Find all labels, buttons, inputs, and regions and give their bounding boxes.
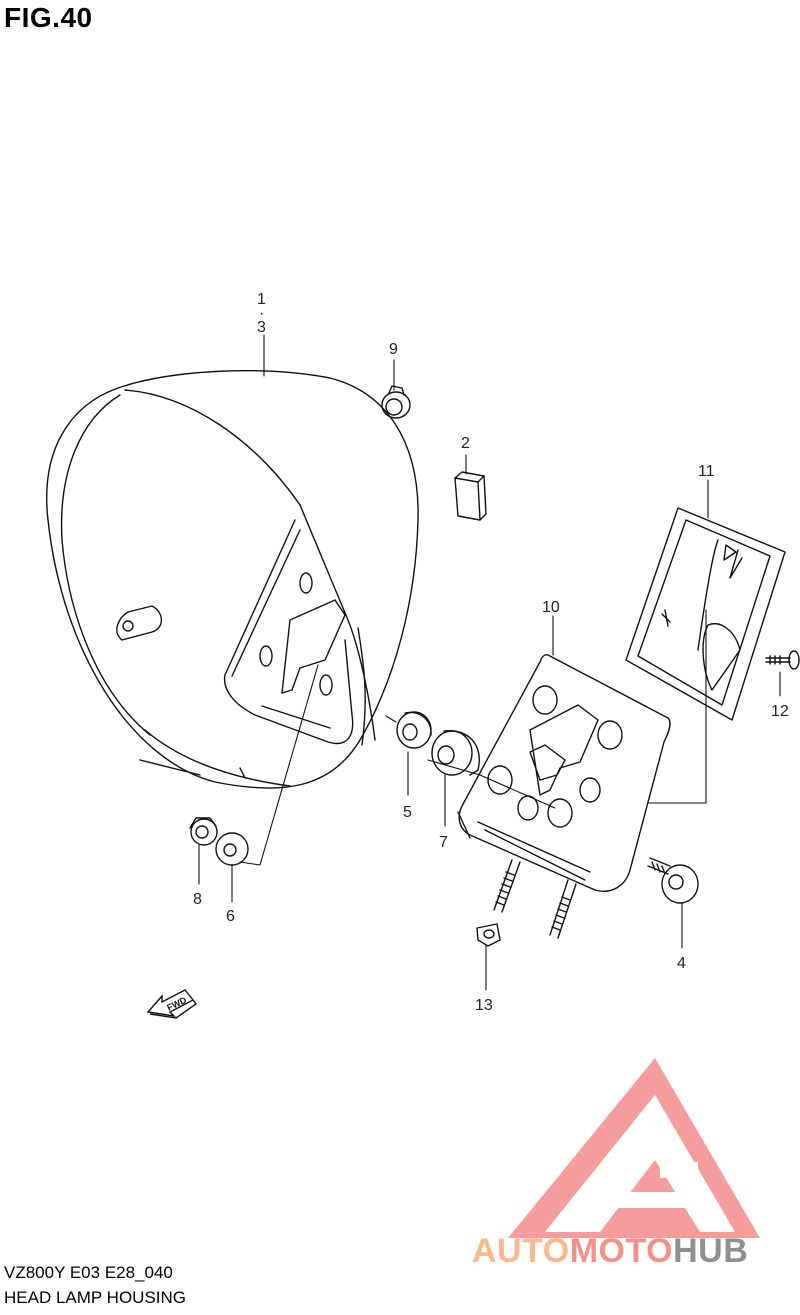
rubber-pad-part — [454, 471, 487, 521]
bracket-part — [457, 654, 671, 939]
callout-9: 9 — [389, 341, 398, 358]
footer-assembly-name: HEAD LAMP HOUSING — [4, 1288, 187, 1307]
washer-part-6 — [215, 832, 249, 866]
screw-part-4 — [647, 857, 699, 904]
nut-part-13 — [476, 923, 501, 947]
footer-model-code: VZ800Y E03 E28_040 — [4, 1263, 173, 1282]
headlamp-housing-shell — [46, 370, 419, 789]
washer-part-5 — [396, 711, 432, 749]
watermark-logo — [508, 1058, 760, 1238]
callout-6: 6 — [226, 908, 235, 925]
watermark-text: AUTOMOTOHUB — [472, 1232, 748, 1271]
callout-7: 7 — [439, 834, 448, 851]
callout-8: 8 — [193, 891, 202, 908]
callout-11: 11 — [698, 463, 715, 480]
cushion-part-7 — [431, 730, 480, 776]
callout-5: 5 — [403, 804, 412, 821]
figure-title: FIG.40 — [4, 2, 93, 33]
callout-4: 4 — [677, 955, 686, 972]
callout-12: 12 — [771, 703, 789, 720]
callout-1: 1 — [257, 291, 266, 308]
callout-2: 2 — [461, 435, 470, 452]
fwd-direction-arrow: FWD — [146, 989, 197, 1019]
callout-13: 13 — [475, 997, 493, 1014]
callout-10: 10 — [542, 599, 560, 616]
nut-part-8 — [189, 817, 218, 846]
callout-labels: 1 · 3 9 2 11 10 12 5 7 8 6 4 13 — [193, 291, 789, 1014]
watermark-moto: MOTO — [569, 1232, 674, 1270]
grommet-part — [381, 385, 411, 419]
watermark-hub: HUB — [673, 1232, 749, 1270]
callout-1-dot: · — [259, 305, 264, 322]
watermark-auto: AUTO — [472, 1232, 570, 1270]
cover-part — [625, 507, 786, 721]
leader-lines — [198, 334, 781, 991]
screw-part-12 — [765, 650, 800, 670]
callout-3: 3 — [257, 319, 266, 336]
